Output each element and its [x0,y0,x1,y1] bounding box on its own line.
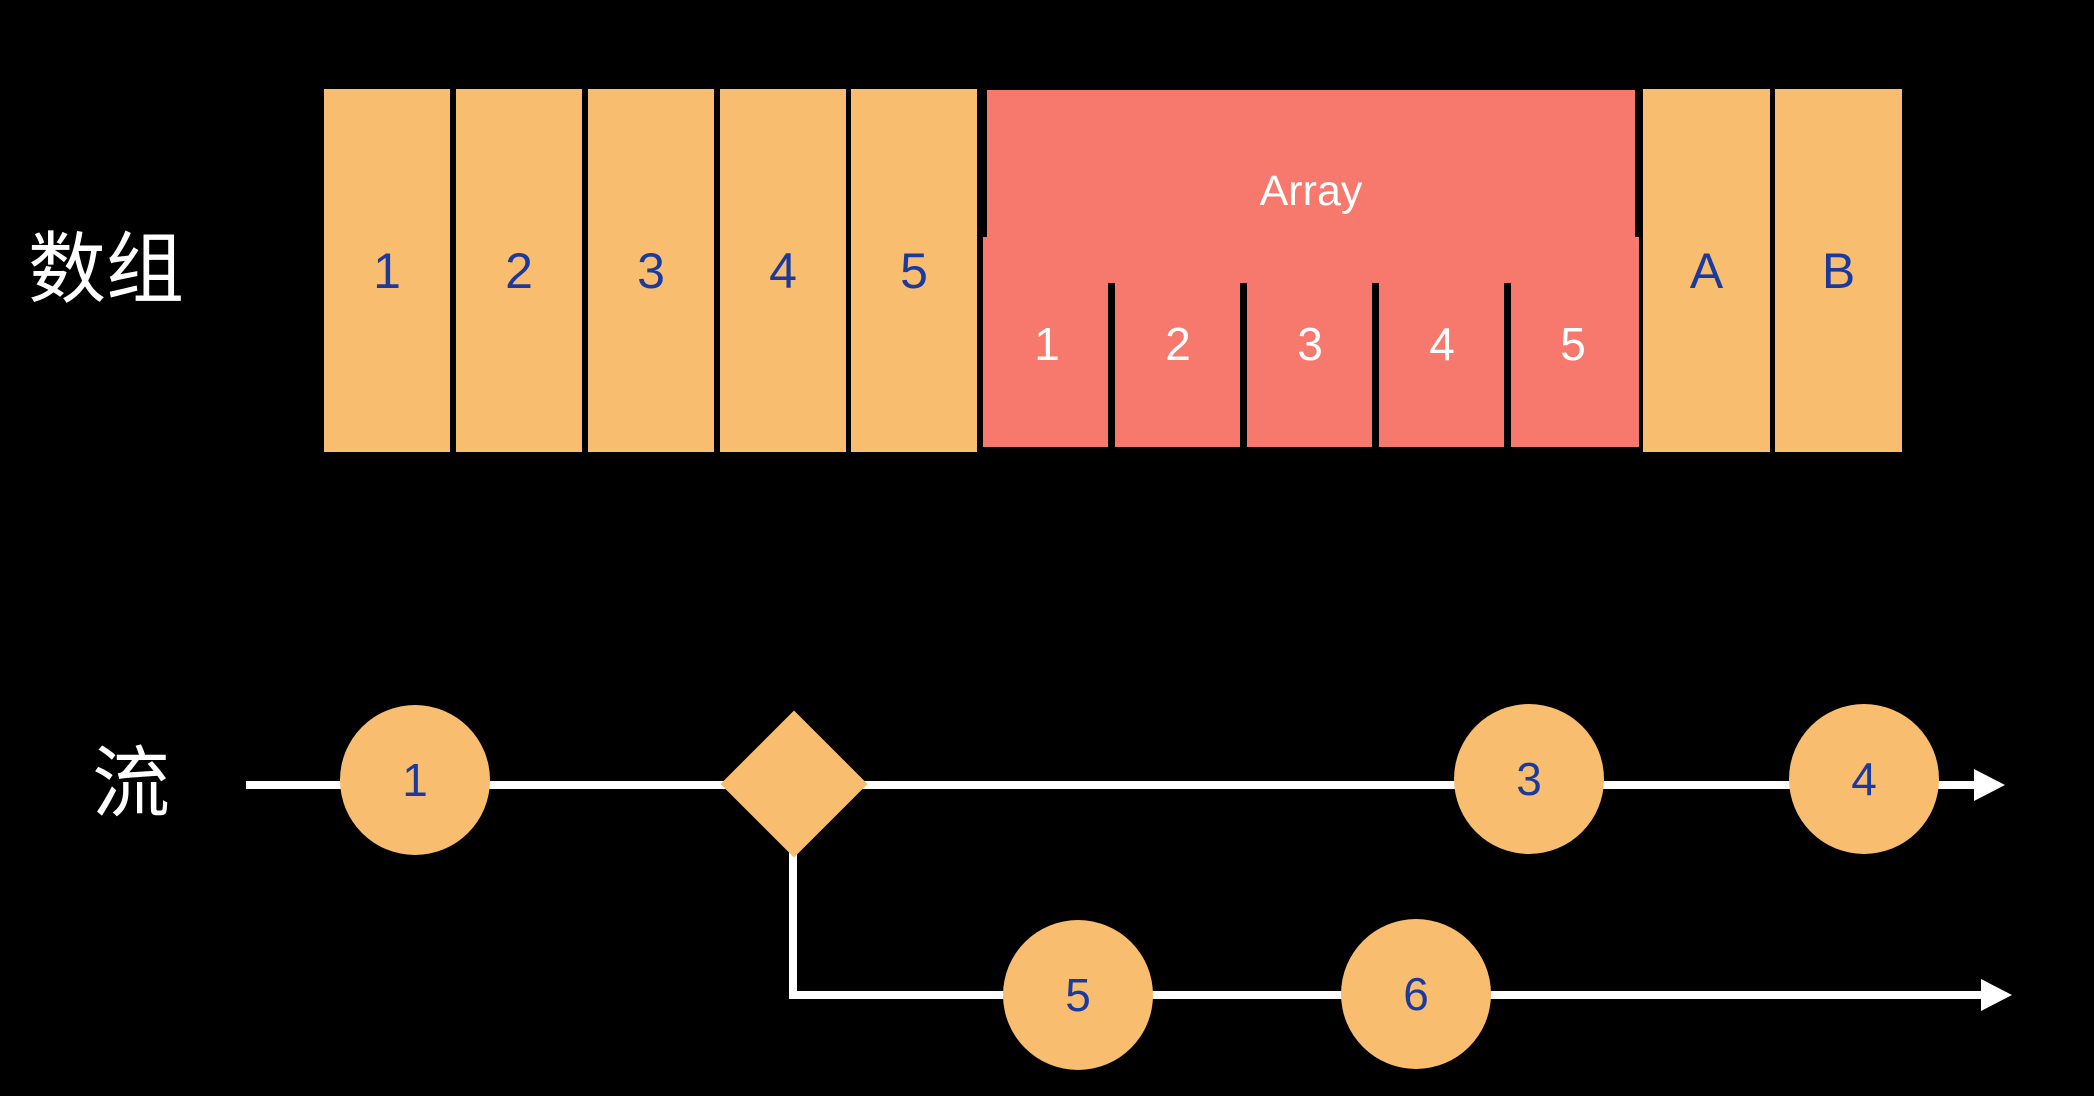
stream-branch-arrowhead-icon [1981,979,2012,1011]
array-group-box-top [987,90,1635,237]
array-group-box-bottom [983,237,1639,447]
array-group-cell-3: 3 [1297,318,1323,370]
array-group-cell-2: 2 [1165,318,1191,370]
array-group-cell-divider [1504,283,1511,447]
stream-main-arrowhead-icon [1974,769,2005,801]
stream-node-5: 5 [1003,920,1153,1070]
array-group-cell-4: 4 [1429,318,1455,370]
array-group-cell-1: 1 [1034,318,1060,370]
stream-row-label: 流 [92,739,171,827]
stream-node-3: 3 [1454,704,1604,854]
stream-operator-diamond [720,710,868,858]
stream-main-line [246,781,1975,789]
array-box-A: A [1643,89,1770,452]
array-box-5: 5 [851,89,977,452]
array-group-cell-5: 5 [1560,318,1586,370]
stream-node-6: 6 [1341,919,1491,1069]
array-group-cell-divider [1108,283,1115,447]
stream-node-1: 1 [340,705,490,855]
array-box-1: 1 [324,89,450,452]
array-row-label: 数组 [28,225,185,313]
array-box-4: 4 [720,89,846,452]
array-group-cell-divider [1372,283,1379,447]
stream-branch-vertical-line [789,850,797,996]
array-group-cell-divider [1240,283,1247,447]
array-box-B: B [1775,89,1902,452]
array-box-2: 2 [456,89,582,452]
stream-node-4: 4 [1789,704,1939,854]
array-group-title: Array [1259,167,1363,215]
array-box-3: 3 [588,89,714,452]
